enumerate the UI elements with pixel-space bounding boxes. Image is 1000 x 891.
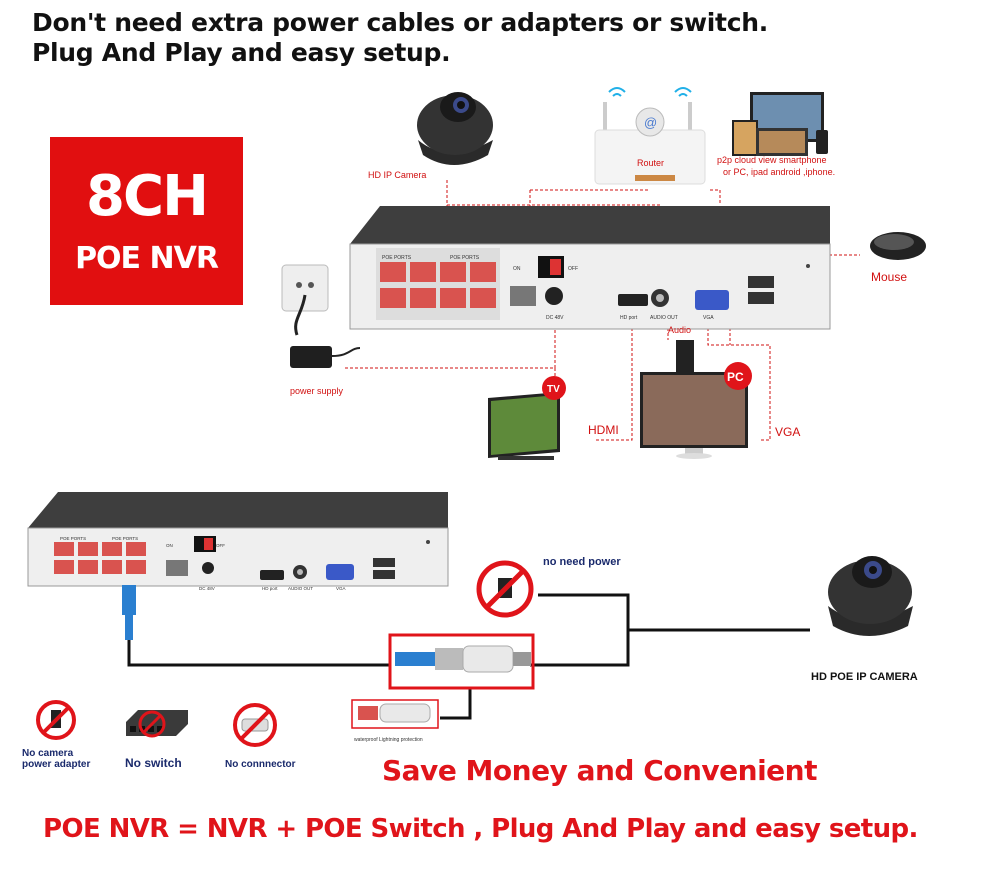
p2p-label-line-2: or PC, ipad android ,iphone. [723, 167, 836, 177]
badge-product: POE NVR [75, 241, 219, 276]
bottom-vga-port-label: VGA [336, 586, 346, 591]
router-icon: @ [594, 87, 706, 185]
top-poe-ports-label-2: POE PORTS [450, 255, 480, 261]
router-label: Router [637, 158, 665, 168]
hdmi-label: HDMI [588, 423, 619, 437]
save-money-heading: Save Money and Convenient [382, 754, 818, 787]
pc-monitor-icon [640, 362, 752, 459]
bottom-nvr-device [27, 492, 449, 587]
mouse-label: Mouse [871, 270, 908, 284]
wall-socket-icon [281, 264, 329, 336]
waterproof-label: waterproof Lightning protection [354, 737, 423, 743]
ethernet-cable-lines [127, 593, 810, 720]
8ch-poe-nvr-badge: 8CH POE NVR [50, 137, 243, 305]
mouse-icon [870, 232, 926, 260]
bottom-audio-out-label: AUDIO OUT [288, 586, 313, 591]
top-off-label: OFF [568, 266, 578, 272]
power-supply-label: power supply [290, 386, 344, 396]
audio-speaker-icon [676, 340, 694, 372]
no-power-adapter-icon [36, 700, 76, 740]
top-on-label: ON [513, 266, 521, 272]
audio-label: Audio [668, 325, 692, 335]
bottom-hd-port-label: HD port [262, 586, 278, 591]
no-need-power-label: no need power [543, 556, 621, 568]
power-supply-icon [290, 346, 361, 368]
bottom-poe-ports-label-1: POE PORTS [60, 536, 86, 541]
top-dc-label: DC 48V [546, 315, 564, 321]
top-audio-out-label: AUDIO OUT [650, 315, 678, 321]
bottom-on-label: ON [166, 543, 173, 548]
poe-formula-heading: POE NVR = NVR + POE Switch , Plug And Pl… [43, 814, 918, 844]
p2p-label-line-1: p2p cloud view smartphone [717, 155, 827, 165]
waterproof-lightning-protection-icon [351, 699, 439, 729]
blue-rj45-plug-icon [122, 585, 136, 640]
top-dome-camera-icon [417, 92, 493, 165]
no-switch-icon [126, 710, 188, 738]
feature-no-power-adapter: No camera power adapter [22, 748, 90, 770]
poe-connector-highlight [388, 633, 535, 690]
feature-no-switch: No switch [125, 756, 182, 770]
headline-line-1: Don't need extra power cables or adapter… [32, 8, 768, 37]
devices-icon [732, 92, 828, 156]
bottom-off-label: OFF [216, 543, 225, 548]
top-hd-port-label: HD port [620, 315, 638, 321]
vga-label: VGA [775, 425, 801, 439]
top-camera-label: HD IP Camera [368, 170, 427, 180]
top-vga-port-label: VGA [703, 315, 714, 321]
svg-text:@: @ [644, 115, 657, 130]
bottom-dome-camera-icon [828, 556, 913, 636]
feature-no-power-adapter-line-2: power adapter [22, 759, 91, 770]
no-connector-icon [233, 703, 277, 747]
bottom-poe-ports-label-2: POE PORTS [112, 536, 138, 541]
top-poe-ports-label-1: POE PORTS [382, 255, 412, 261]
tv-badge-text: TV [547, 384, 560, 395]
badge-channels: 8CH [86, 164, 209, 229]
no-power-plug-icon [476, 560, 534, 618]
bottom-camera-label: HD POE IP CAMERA [811, 671, 918, 683]
headline-line-2: Plug And Play and easy setup. [32, 38, 451, 67]
feature-no-connector: No connnector [225, 759, 296, 770]
connection-lines [345, 180, 860, 441]
bottom-dc-label: DC 48V [199, 586, 215, 591]
feature-no-power-adapter-line-1: No camera [22, 748, 74, 759]
poe-port-block [376, 248, 500, 320]
poe-connector-icon [395, 645, 531, 673]
top-nvr-device [349, 206, 831, 330]
tv-icon [488, 376, 566, 460]
pc-badge-text: PC [727, 370, 744, 384]
